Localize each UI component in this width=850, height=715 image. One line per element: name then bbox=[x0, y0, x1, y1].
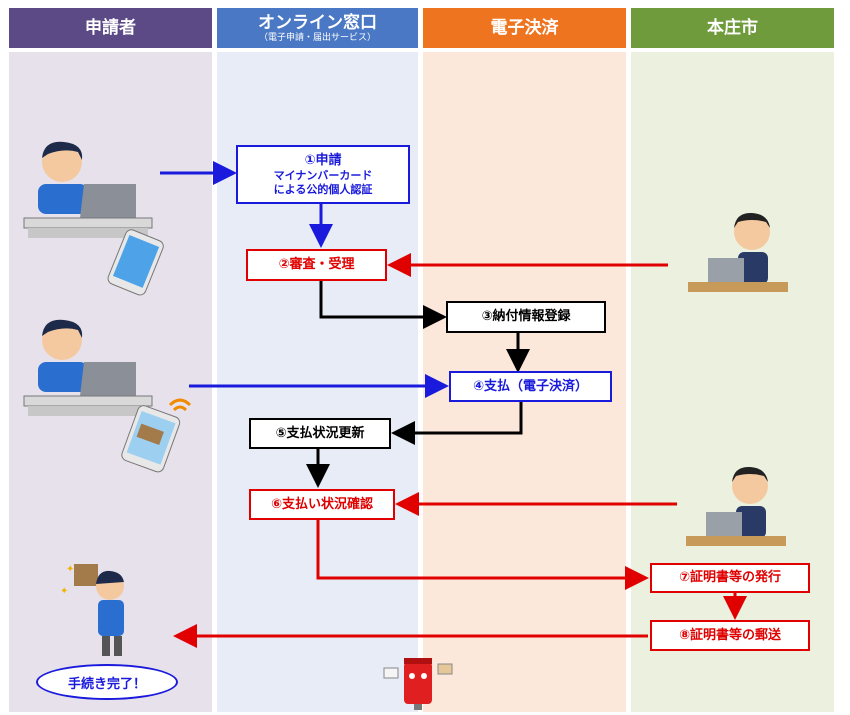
official-icon bbox=[686, 466, 786, 546]
lane-header-applicant: 申請者 bbox=[9, 8, 212, 48]
lane-header-online: オンライン窓口 （電子申請・届出サービス） bbox=[217, 8, 418, 48]
step-apply-title: ①申請 bbox=[304, 152, 342, 168]
arrow-2-3 bbox=[319, 281, 447, 329]
lane-title: 電子決済 bbox=[490, 18, 559, 38]
arrow-6-7 bbox=[316, 520, 649, 590]
step-review-label: ②審査・受理 bbox=[278, 257, 355, 272]
step-issue-label: ⑦証明書等の発行 bbox=[678, 570, 781, 585]
step-register-label: ③納付情報登録 bbox=[481, 309, 571, 324]
lane-title: 本庄市 bbox=[707, 18, 758, 38]
svg-text:✦: ✦ bbox=[66, 564, 74, 575]
step-apply-line2: による公的個人認証 bbox=[273, 182, 373, 196]
mailbox-icon bbox=[383, 658, 453, 710]
step-payment-label: ④支払（電子決済） bbox=[472, 378, 588, 394]
step-payment: ④支払（電子決済） bbox=[449, 371, 612, 402]
step-register: ③納付情報登録 bbox=[446, 301, 606, 333]
step-apply-line1: マイナンバーカード bbox=[273, 168, 373, 182]
lane-subtitle: （電子申請・届出サービス） bbox=[258, 32, 376, 43]
completion-badge: 手続き完了！ bbox=[36, 664, 178, 700]
step-status-check: ⑥支払い状況確認 bbox=[249, 489, 395, 520]
smartphone-payment-icon bbox=[121, 405, 181, 473]
lane-title: オンライン窓口 bbox=[258, 12, 377, 33]
lane-title: 申請者 bbox=[85, 18, 136, 38]
step-status-check-label: ⑥支払い状況確認 bbox=[270, 496, 373, 512]
smartphone-icon bbox=[107, 229, 164, 296]
step-mail-label: ⑧証明書等の郵送 bbox=[678, 627, 781, 643]
arrow-4-5 bbox=[391, 402, 523, 445]
lane-header-city: 本庄市 bbox=[631, 8, 834, 48]
step-issue: ⑦証明書等の発行 bbox=[650, 563, 810, 593]
happy-person-icon: ✦ ✦ bbox=[60, 564, 124, 656]
step-apply: ①申請 マイナンバーカード による公的個人認証 bbox=[236, 145, 410, 204]
step-status-update-label: ⑤支払状況更新 bbox=[275, 425, 365, 441]
person-laptop-icon bbox=[23, 319, 153, 416]
step-mail: ⑧証明書等の郵送 bbox=[650, 620, 810, 651]
step-status-update: ⑤支払状況更新 bbox=[249, 418, 391, 449]
wifi-icon bbox=[168, 398, 192, 412]
lane-header-payment: 電子決済 bbox=[423, 8, 626, 48]
official-icon bbox=[688, 212, 788, 292]
step-review: ②審査・受理 bbox=[246, 249, 387, 281]
svg-text:✦: ✦ bbox=[60, 586, 68, 597]
person-laptop-icon bbox=[23, 141, 153, 238]
